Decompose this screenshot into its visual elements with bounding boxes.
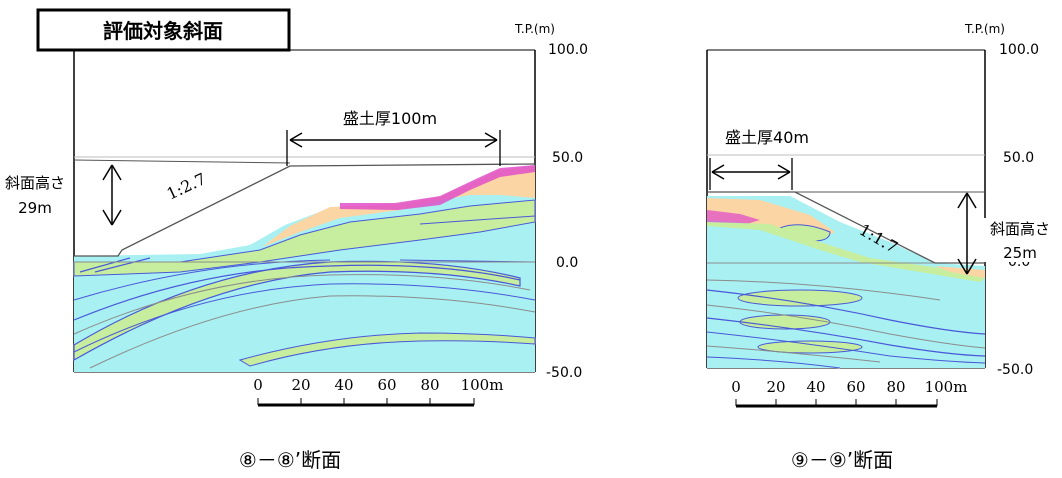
left-cross-section: T.P.(m) 100.0 50.0 0.0 -50.0 盛土厚100m 1:2…: [0, 22, 588, 472]
green-layer-upper: [73, 199, 536, 277]
left-slope-profile: [74, 163, 536, 257]
green-layer-deep: [238, 332, 536, 367]
left-elev-100: 100.0: [548, 42, 588, 58]
green-band-right-lower: [935, 266, 985, 278]
right-slope-height-label: 斜面高さ: [990, 220, 1050, 238]
left-scale-bar: [257, 398, 475, 407]
right-scale-tick-100: 100m: [925, 378, 968, 396]
left-elev-0: 0.0: [556, 255, 578, 271]
left-scale-tick-80: 80: [420, 376, 439, 394]
left-caption: ⑧－⑧’断面: [239, 448, 341, 472]
badge-text: 評価対象斜面: [103, 19, 223, 43]
left-scale-tick-0: 0: [253, 376, 263, 394]
right-scale-tick-0: 0: [731, 378, 741, 396]
green-lens-a: [737, 289, 863, 307]
green-lens-c: [757, 340, 863, 354]
right-elev-unit: T.P.(m): [964, 22, 1005, 36]
right-scale-tick-20: 20: [766, 378, 785, 396]
evaluation-target-badge: 評価対象斜面: [36, 8, 291, 52]
right-caption: ⑨－⑨’断面: [791, 448, 893, 472]
right-slope-height-value: 25m: [1003, 244, 1037, 262]
right-fill-thickness-label: 盛土厚40m: [725, 128, 809, 147]
green-lens-b: [739, 314, 831, 330]
left-fill-thickness-label: 盛土厚100m: [343, 109, 437, 128]
green-layer-arch: [73, 260, 521, 362]
left-elev-unit: T.P.(m): [514, 22, 555, 36]
left-elev-neg50: -50.0: [546, 365, 582, 381]
left-scale-tick-20: 20: [291, 376, 310, 394]
right-fill-thickness-arrow: [709, 158, 793, 190]
magenta-layer-right: [707, 210, 760, 226]
left-slope-height-arrow: [102, 164, 122, 226]
right-cross-section: T.P.(m) 100.0 50.0 0.0 -50.0 盛土厚40m 1:1.…: [706, 22, 1062, 472]
right-elev-neg50: -50.0: [997, 362, 1033, 378]
right-scale-tick-60: 60: [846, 378, 865, 396]
right-slope-height-arrow: [957, 192, 977, 275]
right-scale-tick-40: 40: [806, 378, 825, 396]
green-band-right-upper: [707, 222, 985, 282]
left-slope-height-label: 斜面高さ: [5, 174, 65, 192]
magenta-layer: [340, 165, 535, 210]
left-scale-tick-100: 100m: [461, 376, 504, 394]
right-scale-tick-80: 80: [886, 378, 905, 396]
left-elev-50: 50.0: [552, 150, 583, 166]
right-elev-50: 50.0: [1003, 150, 1034, 166]
left-slope-height-value: 29m: [18, 199, 52, 217]
right-elev-100: 100.0: [999, 42, 1039, 58]
left-slope-gradient: 1:2.7: [164, 169, 209, 204]
left-scale-tick-60: 60: [377, 376, 396, 394]
right-scale-bar: [735, 399, 938, 408]
left-fill-thickness-arrow: [286, 130, 501, 166]
left-scale-tick-40: 40: [334, 376, 353, 394]
